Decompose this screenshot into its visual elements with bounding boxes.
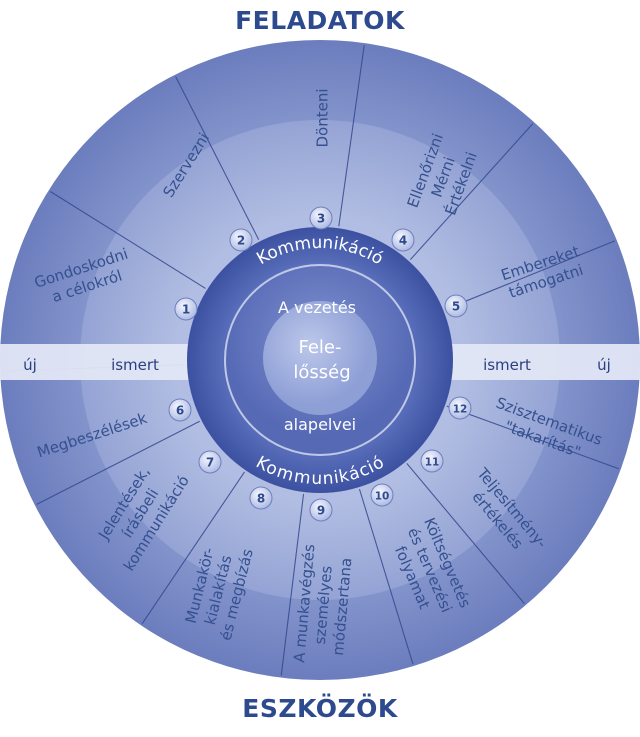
badge-number: 1 xyxy=(182,303,190,317)
center-lower-label: alapelvei xyxy=(284,415,356,434)
number-badge-10: 10 xyxy=(370,483,394,507)
segment-divider xyxy=(141,471,245,624)
segment-divider xyxy=(446,405,620,470)
task-label-3: Dönteni xyxy=(313,88,331,147)
title-tasks: FELADATOK xyxy=(235,6,405,35)
badge-circle xyxy=(168,398,192,422)
principles-rim xyxy=(224,264,416,456)
badge-circle xyxy=(229,228,253,252)
badge-number: 2 xyxy=(237,234,245,248)
badge-circle xyxy=(370,483,394,507)
badge-circle xyxy=(309,206,333,230)
badge-circle xyxy=(198,450,222,474)
band-right-outer: új xyxy=(597,356,611,374)
number-badge-6: 6 xyxy=(168,398,192,422)
badge-circle xyxy=(174,297,198,321)
badge-number: 12 xyxy=(453,404,468,416)
band-right-inner: ismert xyxy=(483,356,531,374)
badge-number: 10 xyxy=(375,491,390,503)
number-badge-5: 5 xyxy=(444,294,468,318)
segment-divider xyxy=(358,488,414,665)
number-badge-7: 7 xyxy=(198,450,222,474)
badge-circle xyxy=(448,396,472,420)
center-middle-line2: lősség xyxy=(293,362,350,383)
number-badge-1: 1 xyxy=(174,297,198,321)
number-badge-3: 3 xyxy=(309,206,333,230)
badge-number: 7 xyxy=(206,456,214,470)
number-badge-11: 11 xyxy=(420,449,444,473)
badge-circle xyxy=(444,294,468,318)
badge-circle xyxy=(309,498,333,522)
title-tools: ESZKÖZÖK xyxy=(242,694,398,723)
badge-number: 9 xyxy=(317,504,325,518)
responsibility-core xyxy=(263,301,377,415)
badge-number: 11 xyxy=(425,457,440,469)
segment-divider xyxy=(50,191,206,289)
segment-divider xyxy=(36,420,200,505)
segment-divider xyxy=(444,240,616,310)
center-upper-label: A vezetés xyxy=(278,298,356,317)
wheel-core xyxy=(187,227,453,493)
band-left-inner: ismert xyxy=(111,356,159,374)
segment-divider xyxy=(280,493,305,676)
badge-number: 6 xyxy=(176,404,184,418)
band-left-outer: új xyxy=(23,356,37,374)
segment-divider xyxy=(175,76,260,240)
badge-number: 4 xyxy=(399,234,407,248)
segment-divider xyxy=(338,45,365,227)
number-badge-8: 8 xyxy=(249,486,273,510)
badge-circle xyxy=(420,449,444,473)
center-middle-line1: Fele- xyxy=(298,337,341,358)
badge-circle xyxy=(249,486,273,510)
segment-divider xyxy=(406,463,525,604)
badge-number: 8 xyxy=(257,492,265,506)
badge-circle xyxy=(391,228,415,252)
badge-number: 3 xyxy=(317,212,325,226)
segment-divider xyxy=(409,123,534,261)
number-badge-2: 2 xyxy=(229,228,253,252)
number-badge-4: 4 xyxy=(391,228,415,252)
number-badge-9: 9 xyxy=(309,498,333,522)
segment-label-line: Dönteni xyxy=(313,88,331,147)
number-badge-12: 12 xyxy=(448,396,472,420)
badge-number: 5 xyxy=(452,300,460,314)
